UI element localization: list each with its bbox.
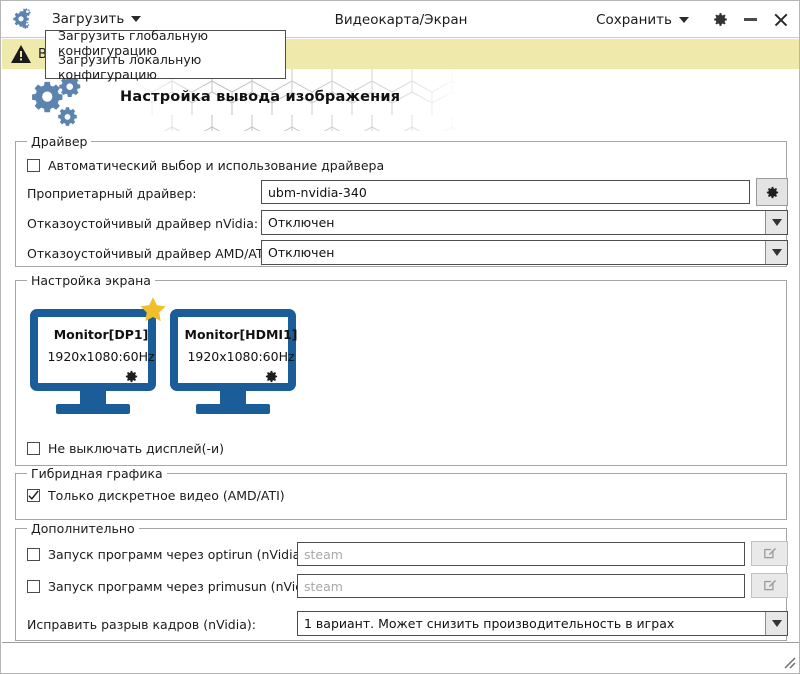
primary-monitor-star-icon	[138, 295, 168, 325]
keep-displays-on-label: Не выключать дисплей(-и)	[48, 441, 225, 456]
monitor-settings-gear-icon[interactable]	[124, 369, 139, 384]
save-menu-label: Сохранить	[596, 11, 672, 28]
proprietary-driver-input[interactable]: ubm-nvidia-340	[261, 180, 750, 204]
minimize-icon	[743, 18, 757, 21]
page-header: Настройка вывода изображения	[2, 69, 799, 131]
fallback-nvidia-combo[interactable]: Отключен	[261, 210, 788, 235]
menu-item-global-config[interactable]: Загрузить глобальную конфигурацию	[58, 28, 208, 58]
checkbox-box	[27, 442, 40, 455]
monitor-resolution: 1920x1080:60Hz	[187, 349, 295, 364]
primusun-checkbox[interactable]: Запуск программ через primusun (nVidia):	[27, 579, 323, 594]
chevron-down-icon	[771, 620, 782, 627]
close-icon	[773, 12, 788, 27]
settings-gear-button[interactable]	[705, 5, 735, 35]
primusun-input[interactable]: steam	[297, 574, 745, 598]
optirun-label: Запуск программ через optirun (nVidia):	[48, 547, 310, 562]
monitor-resolution: 1920x1080:60Hz	[47, 349, 155, 364]
primusun-label: Запуск программ через primusun (nVidia):	[48, 579, 324, 594]
chevron-down-icon	[771, 249, 782, 256]
fallback-amd-value: Отключен	[268, 245, 335, 260]
monitor-card-hdmi1[interactable]: Monitor[HDMI1] 1920x1080:60Hz	[170, 309, 298, 419]
combo-arrow[interactable]	[765, 211, 787, 234]
title-bar-actions: Сохранить	[590, 1, 799, 38]
close-button[interactable]	[765, 5, 795, 35]
optirun-checkbox[interactable]: Запуск программ через optirun (nVidia):	[27, 547, 309, 562]
load-menu-button[interactable]: Загрузить	[47, 8, 146, 30]
tearfix-value: 1 вариант. Может снизить производительно…	[304, 616, 675, 631]
proprietary-driver-label: Проприетарный драйвер:	[27, 186, 197, 201]
discrete-only-label: Только дискретное видео (AMD/ATI)	[48, 488, 285, 503]
monitor-settings-gear-icon[interactable]	[264, 369, 279, 384]
load-menu-popup: Загрузить глобальную конфигурацию Загруз…	[45, 28, 286, 82]
tearfix-combo[interactable]: 1 вариант. Может снизить производительно…	[297, 611, 788, 636]
primusun-edit-button[interactable]	[751, 573, 788, 598]
checkbox-box	[27, 159, 40, 172]
keep-displays-on-checkbox[interactable]: Не выключать дисплей(-и)	[27, 441, 224, 456]
chevron-down-icon	[771, 219, 782, 226]
hybrid-graphics-group: Гибридная графика Только дискретное виде…	[15, 466, 787, 520]
extra-group: Дополнительно Запуск программ через opti…	[15, 521, 788, 641]
screen-group-title: Настройка экрана	[27, 273, 155, 288]
optirun-input[interactable]: steam	[297, 542, 745, 566]
combo-arrow[interactable]	[765, 612, 787, 635]
chevron-down-icon	[679, 16, 689, 23]
header-gears-icon	[24, 75, 86, 127]
fallback-amd-label: Отказоустойчивый драйвер AMD/ATI:	[27, 246, 272, 261]
monitor-name: Monitor[DP1]	[53, 327, 149, 342]
load-menu-label: Загрузить	[52, 11, 125, 27]
proprietary-driver-settings-button[interactable]	[756, 178, 788, 206]
resize-grip-icon[interactable]	[782, 655, 796, 669]
optirun-edit-button[interactable]	[751, 541, 788, 566]
screen-group: Настройка экрана Monitor[DP1] 1920x1080:…	[15, 273, 787, 466]
auto-driver-label: Автоматический выбор и использование дра…	[48, 158, 385, 173]
checkbox-box	[27, 548, 40, 561]
monitor-screen: Monitor[DP1] 1920x1080:60Hz	[30, 309, 156, 391]
page-title: Настройка вывода изображения	[120, 89, 401, 105]
fallback-nvidia-value: Отключен	[268, 215, 335, 230]
tearfix-label: Исправить разрыв кадров (nVidia):	[27, 617, 256, 632]
status-bar	[2, 642, 799, 672]
check-icon	[28, 490, 39, 500]
edit-pencil-icon	[764, 547, 776, 559]
save-menu-button[interactable]: Сохранить	[590, 9, 695, 31]
discrete-only-checkbox[interactable]: Только дискретное видео (AMD/ATI)	[27, 488, 285, 503]
warning-triangle-icon	[10, 44, 32, 64]
monitor-card-dp1[interactable]: Monitor[DP1] 1920x1080:60Hz	[30, 297, 166, 419]
edit-pencil-icon	[764, 579, 776, 591]
driver-group: Драйвер Автоматический выбор и использов…	[15, 134, 788, 267]
checkbox-box	[27, 580, 40, 593]
driver-group-title: Драйвер	[27, 134, 92, 149]
extra-group-title: Дополнительно	[27, 521, 139, 536]
chevron-down-icon	[131, 16, 142, 22]
monitor-neck	[220, 391, 246, 406]
menu-item-local-config[interactable]: Загрузить локальную конфигурацию	[58, 52, 202, 82]
app-gears-icon	[9, 6, 35, 32]
minimize-button[interactable]	[735, 5, 765, 35]
hexagon-pattern-decoration	[132, 69, 462, 131]
hybrid-graphics-group-title: Гибридная графика	[27, 466, 167, 481]
combo-arrow[interactable]	[765, 241, 787, 264]
warning-text: В	[38, 46, 47, 62]
monitor-base	[56, 404, 130, 414]
monitor-screen: Monitor[HDMI1] 1920x1080:60Hz	[170, 309, 298, 391]
fallback-amd-combo[interactable]: Отключен	[261, 240, 788, 265]
monitor-name: Monitor[HDMI1]	[184, 327, 298, 342]
monitor-base	[196, 404, 270, 414]
fallback-nvidia-label: Отказоустойчивый драйвер nVidia:	[27, 216, 259, 231]
auto-driver-checkbox[interactable]: Автоматический выбор и использование дра…	[27, 158, 384, 173]
checkbox-box	[27, 489, 40, 502]
monitor-neck	[80, 391, 106, 406]
